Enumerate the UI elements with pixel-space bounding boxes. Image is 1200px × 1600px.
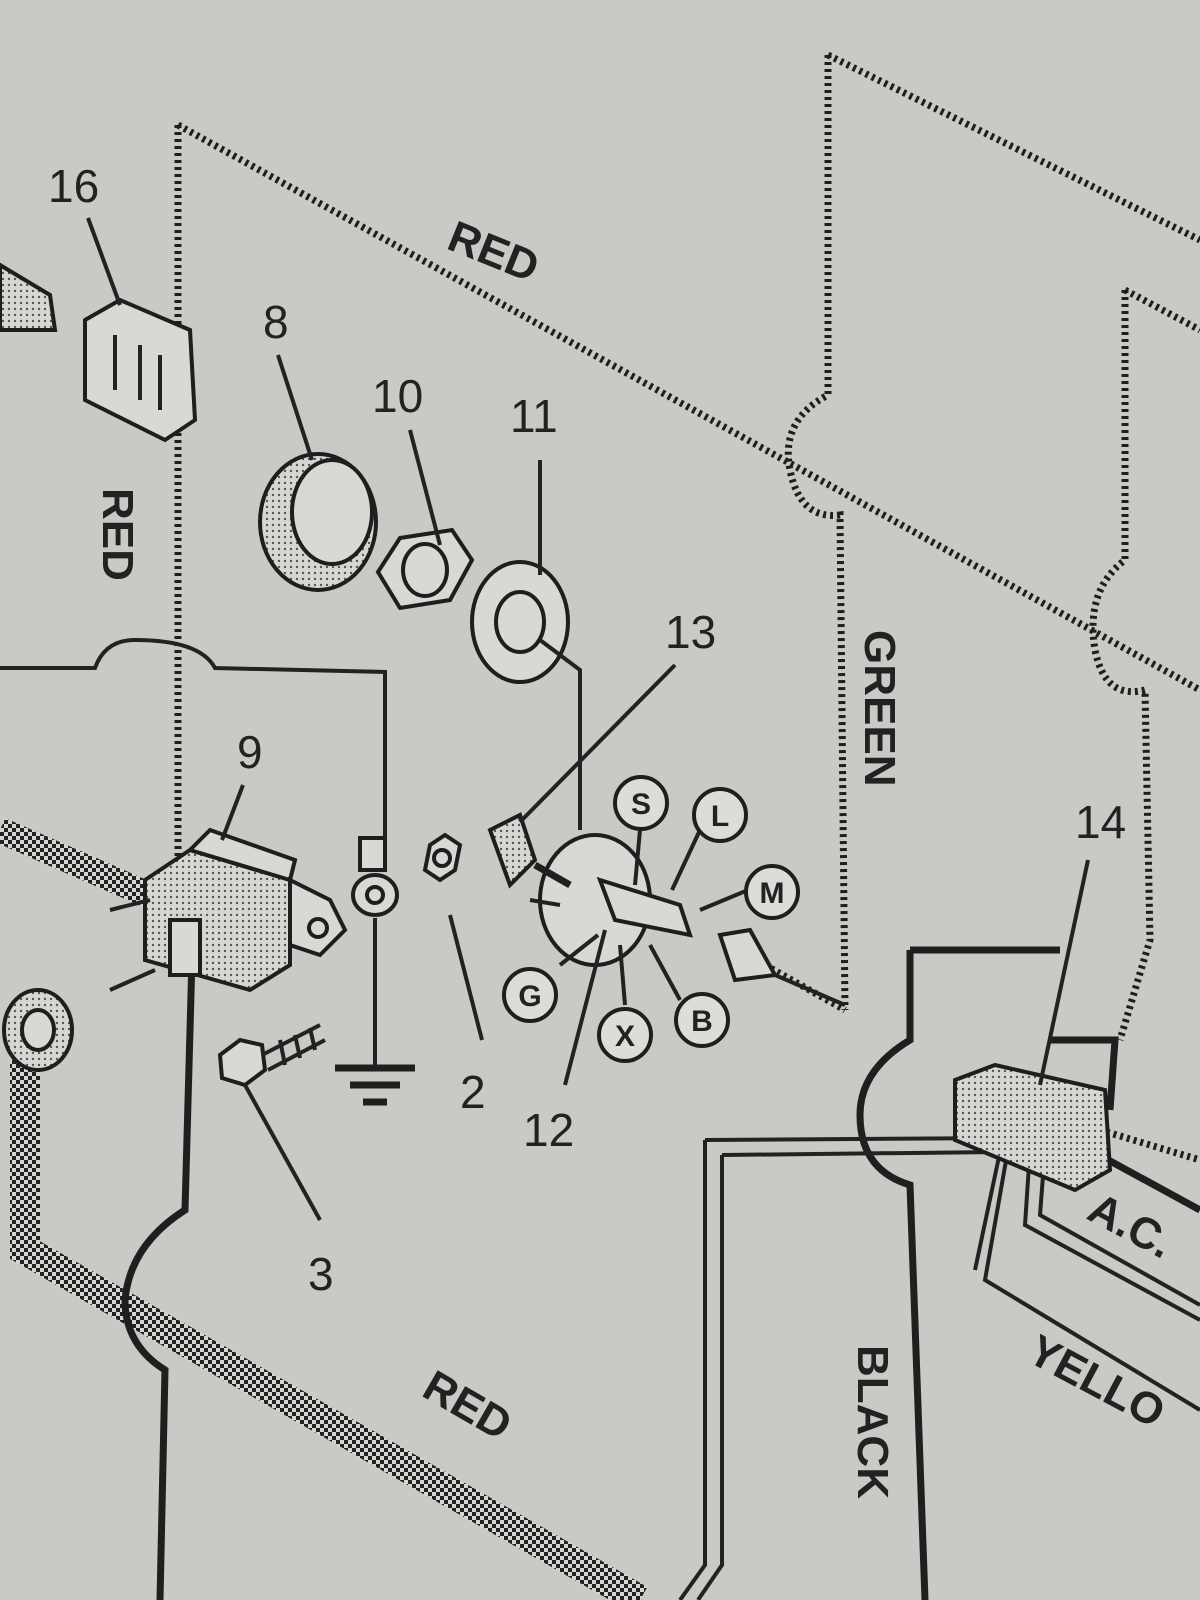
svg-text:G: G xyxy=(518,980,541,1013)
wire-green xyxy=(763,51,1200,1042)
svg-text:B: B xyxy=(691,1005,713,1038)
part-12-key-switch xyxy=(529,833,846,1007)
callout-8: 8 xyxy=(263,296,289,348)
leader-lines xyxy=(86,217,1090,1221)
wire-red-top xyxy=(174,121,1200,900)
svg-text:M: M xyxy=(760,877,785,910)
part-8-bushing xyxy=(258,452,378,592)
terminal-m: M xyxy=(744,864,800,920)
callout-10: 10 xyxy=(372,370,423,422)
part-3-bolt xyxy=(217,1023,326,1088)
wire-label-red-left: RED xyxy=(93,488,142,581)
callout-9: 9 xyxy=(237,726,263,778)
callout-3: 3 xyxy=(308,1248,334,1300)
svg-text:S: S xyxy=(631,788,651,821)
callout-13: 13 xyxy=(665,606,716,658)
wire-label-red-top: RED xyxy=(441,212,545,292)
wire-red-thick xyxy=(0,818,648,1600)
part-13-key xyxy=(487,812,572,889)
part-14-connector xyxy=(953,1036,1119,1193)
wire-ground-loop xyxy=(0,637,387,860)
wire-label-red-bottom: RED xyxy=(415,1361,520,1450)
wire-label-green: GREEN xyxy=(855,630,904,786)
svg-text:X: X xyxy=(615,1020,635,1053)
part-11-washer xyxy=(470,560,570,684)
wire-black-left xyxy=(121,957,196,1600)
terminal-l: L xyxy=(692,787,748,843)
callout-2: 2 xyxy=(460,1066,486,1118)
wire-label-ac: A.C. xyxy=(1080,1184,1181,1269)
callout-12: 12 xyxy=(523,1104,574,1156)
wire-label-yellow: YELLO xyxy=(1020,1326,1173,1438)
wire-label-black: BLACK xyxy=(848,1345,897,1499)
callout-14: 14 xyxy=(1075,796,1126,848)
part-eyelet-left xyxy=(2,988,74,1072)
terminal-b: B xyxy=(674,992,730,1048)
terminal-g: G xyxy=(502,967,558,1023)
svg-text:L: L xyxy=(711,800,729,833)
wire-black-right xyxy=(856,946,1060,1600)
callout-16: 16 xyxy=(48,160,99,212)
part-10-nut xyxy=(375,527,475,611)
part-16-connector xyxy=(0,262,198,443)
part-9-solenoid xyxy=(109,827,348,993)
callout-11: 11 xyxy=(510,390,558,442)
ground-symbol xyxy=(335,918,415,1106)
terminal-s: S xyxy=(613,775,669,831)
part-2-lockwasher xyxy=(422,832,463,883)
part-ring-terminal xyxy=(351,836,399,917)
terminal-x: X xyxy=(597,1007,653,1063)
